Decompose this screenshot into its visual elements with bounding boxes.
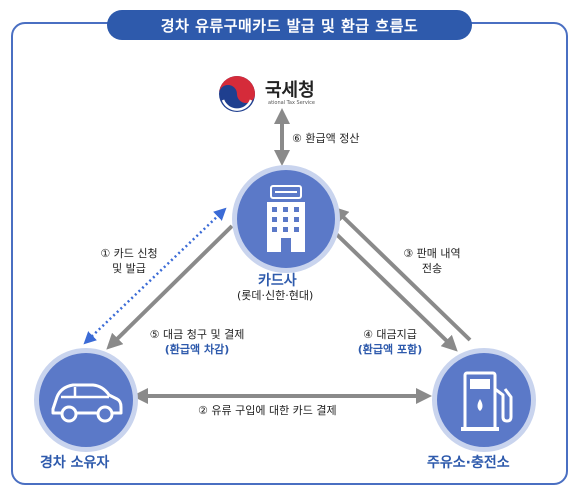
car-owner-label: 경차 소유자 — [40, 455, 110, 471]
car-owner-node — [34, 348, 138, 452]
arrow-step3 — [332, 206, 472, 342]
nts-logo-icon — [219, 76, 255, 112]
step2-label: ② 유류 구입에 대한 카드 결제 — [198, 404, 337, 417]
card-company-label: 카드사 — [258, 273, 297, 289]
step3-label: ③ 판매 내역 전송 — [403, 247, 461, 275]
diagram-title: 경차 유류구매카드 발급 및 환급 흐름도 — [107, 10, 472, 40]
card-company-sub: (롯데·신한·현대) — [237, 289, 314, 302]
card-company-node — [232, 165, 340, 273]
step6-label: ⑥ 환급액 정산 — [292, 132, 360, 145]
step5-label: ⑤ 대금 청구 및 결제 (환급액 차감) — [149, 328, 245, 356]
car-icon — [51, 383, 123, 423]
building-icon — [267, 185, 305, 252]
gas-station-label: 주유소·충전소 — [427, 455, 510, 471]
arrow-step5 — [106, 224, 234, 350]
arrow-step1 — [83, 207, 227, 345]
step4-label: ④ 대금지급 (환급액 포함) — [357, 328, 423, 356]
gas-station-node — [432, 348, 536, 452]
nts-name: 국세청 — [265, 80, 315, 101]
fuel-pump-icon — [461, 371, 513, 431]
nts-subtitle: ational Tax Service — [268, 100, 316, 106]
step1-label: ① 카드 신청 및 발급 — [100, 247, 158, 275]
arrow-step4 — [326, 224, 458, 352]
